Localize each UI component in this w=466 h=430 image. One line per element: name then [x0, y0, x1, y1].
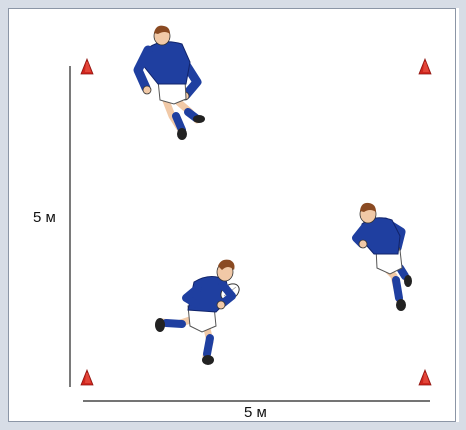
cone-icon [81, 370, 93, 385]
rugby-player-icon [138, 26, 205, 140]
rugby-player-icon [356, 203, 412, 311]
side-length-label: 5 м [33, 209, 56, 226]
cone-icon [419, 370, 431, 385]
cone-icon [419, 59, 431, 74]
bottom-length-label: 5 м [244, 404, 267, 421]
rugby-player-icon [155, 260, 242, 365]
cone-icon [81, 59, 93, 74]
